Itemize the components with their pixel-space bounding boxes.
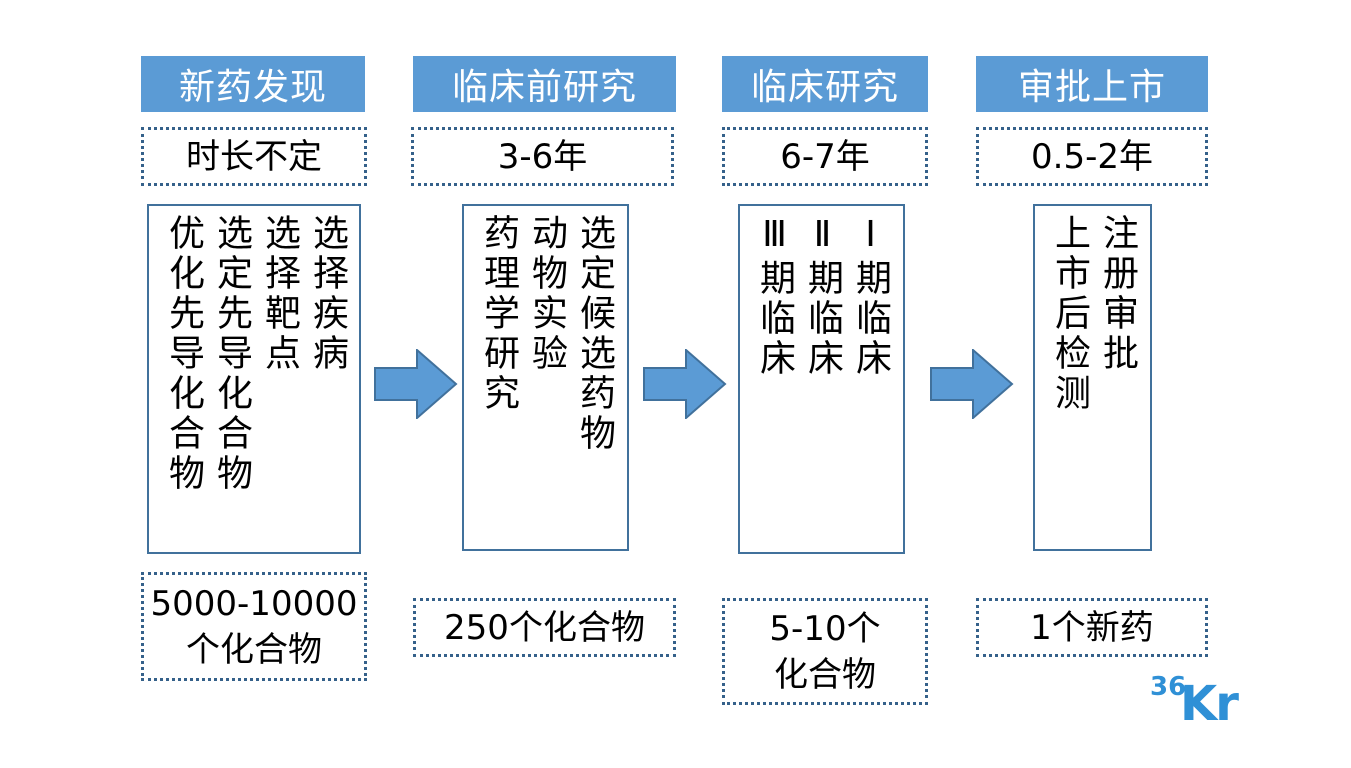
logo-digits: 36 [1150, 672, 1187, 702]
flow-arrow-right-icon [643, 349, 727, 419]
stage-4-output: 1个新药 [976, 598, 1208, 657]
output-line: 1个新药 [1030, 607, 1154, 648]
logo-letters: Kr [1180, 676, 1239, 732]
stage-1-activities: 选择疾病 选择靶点 选定先导化合物 优化先导化合物 [147, 204, 361, 554]
stage-3-title: 临床研究 [722, 56, 928, 112]
stage-2-title: 临床前研究 [413, 56, 676, 112]
activity-item: 药理学研究 [478, 214, 519, 414]
stage-3-duration: 6-7年 [722, 127, 928, 186]
activity-item: 选定先导化合物 [211, 214, 252, 494]
activity-item: 注册审批 [1097, 214, 1138, 374]
output-line: 5-10个 [769, 608, 881, 649]
stage-1-duration: 时长不定 [141, 127, 367, 186]
flow-arrow-right-icon [930, 349, 1014, 419]
output-line: 250个化合物 [444, 607, 645, 648]
output-line: 5000-10000 [150, 583, 358, 624]
flow-arrow-right-icon [374, 349, 458, 419]
activity-item: 上市后检测 [1049, 214, 1090, 414]
stage-1-title: 新药发现 [141, 56, 365, 112]
output-line: 化合物 [774, 654, 876, 695]
stage-3-output: 5-10个 化合物 [722, 598, 928, 705]
stage-4-activities: 注册审批 上市后检测 [1033, 204, 1152, 551]
activity-item: Ⅱ期临床 [802, 214, 843, 379]
activity-item: Ⅰ期临床 [850, 214, 891, 379]
activity-item: 选定候选药物 [574, 214, 615, 454]
stage-1-output: 5000-10000 个化合物 [141, 572, 367, 681]
stage-3-activities: Ⅰ期临床 Ⅱ期临床 Ⅲ期临床 [738, 204, 905, 554]
stage-4-title: 审批上市 [976, 56, 1208, 112]
output-line: 个化合物 [186, 629, 322, 670]
stage-4-duration: 0.5-2年 [976, 127, 1208, 186]
activity-item: Ⅲ期临床 [754, 214, 795, 379]
activity-item: 选择疾病 [307, 214, 348, 374]
logo-36kr: 36 Kr [1150, 668, 1260, 738]
activity-item: 优化先导化合物 [163, 214, 204, 494]
activity-item: 动物实验 [526, 214, 567, 374]
activity-item: 选择靶点 [259, 214, 300, 374]
stage-2-output: 250个化合物 [413, 598, 676, 657]
stage-2-activities: 选定候选药物 动物实验 药理学研究 [462, 204, 629, 551]
stage-2-duration: 3-6年 [411, 127, 674, 186]
